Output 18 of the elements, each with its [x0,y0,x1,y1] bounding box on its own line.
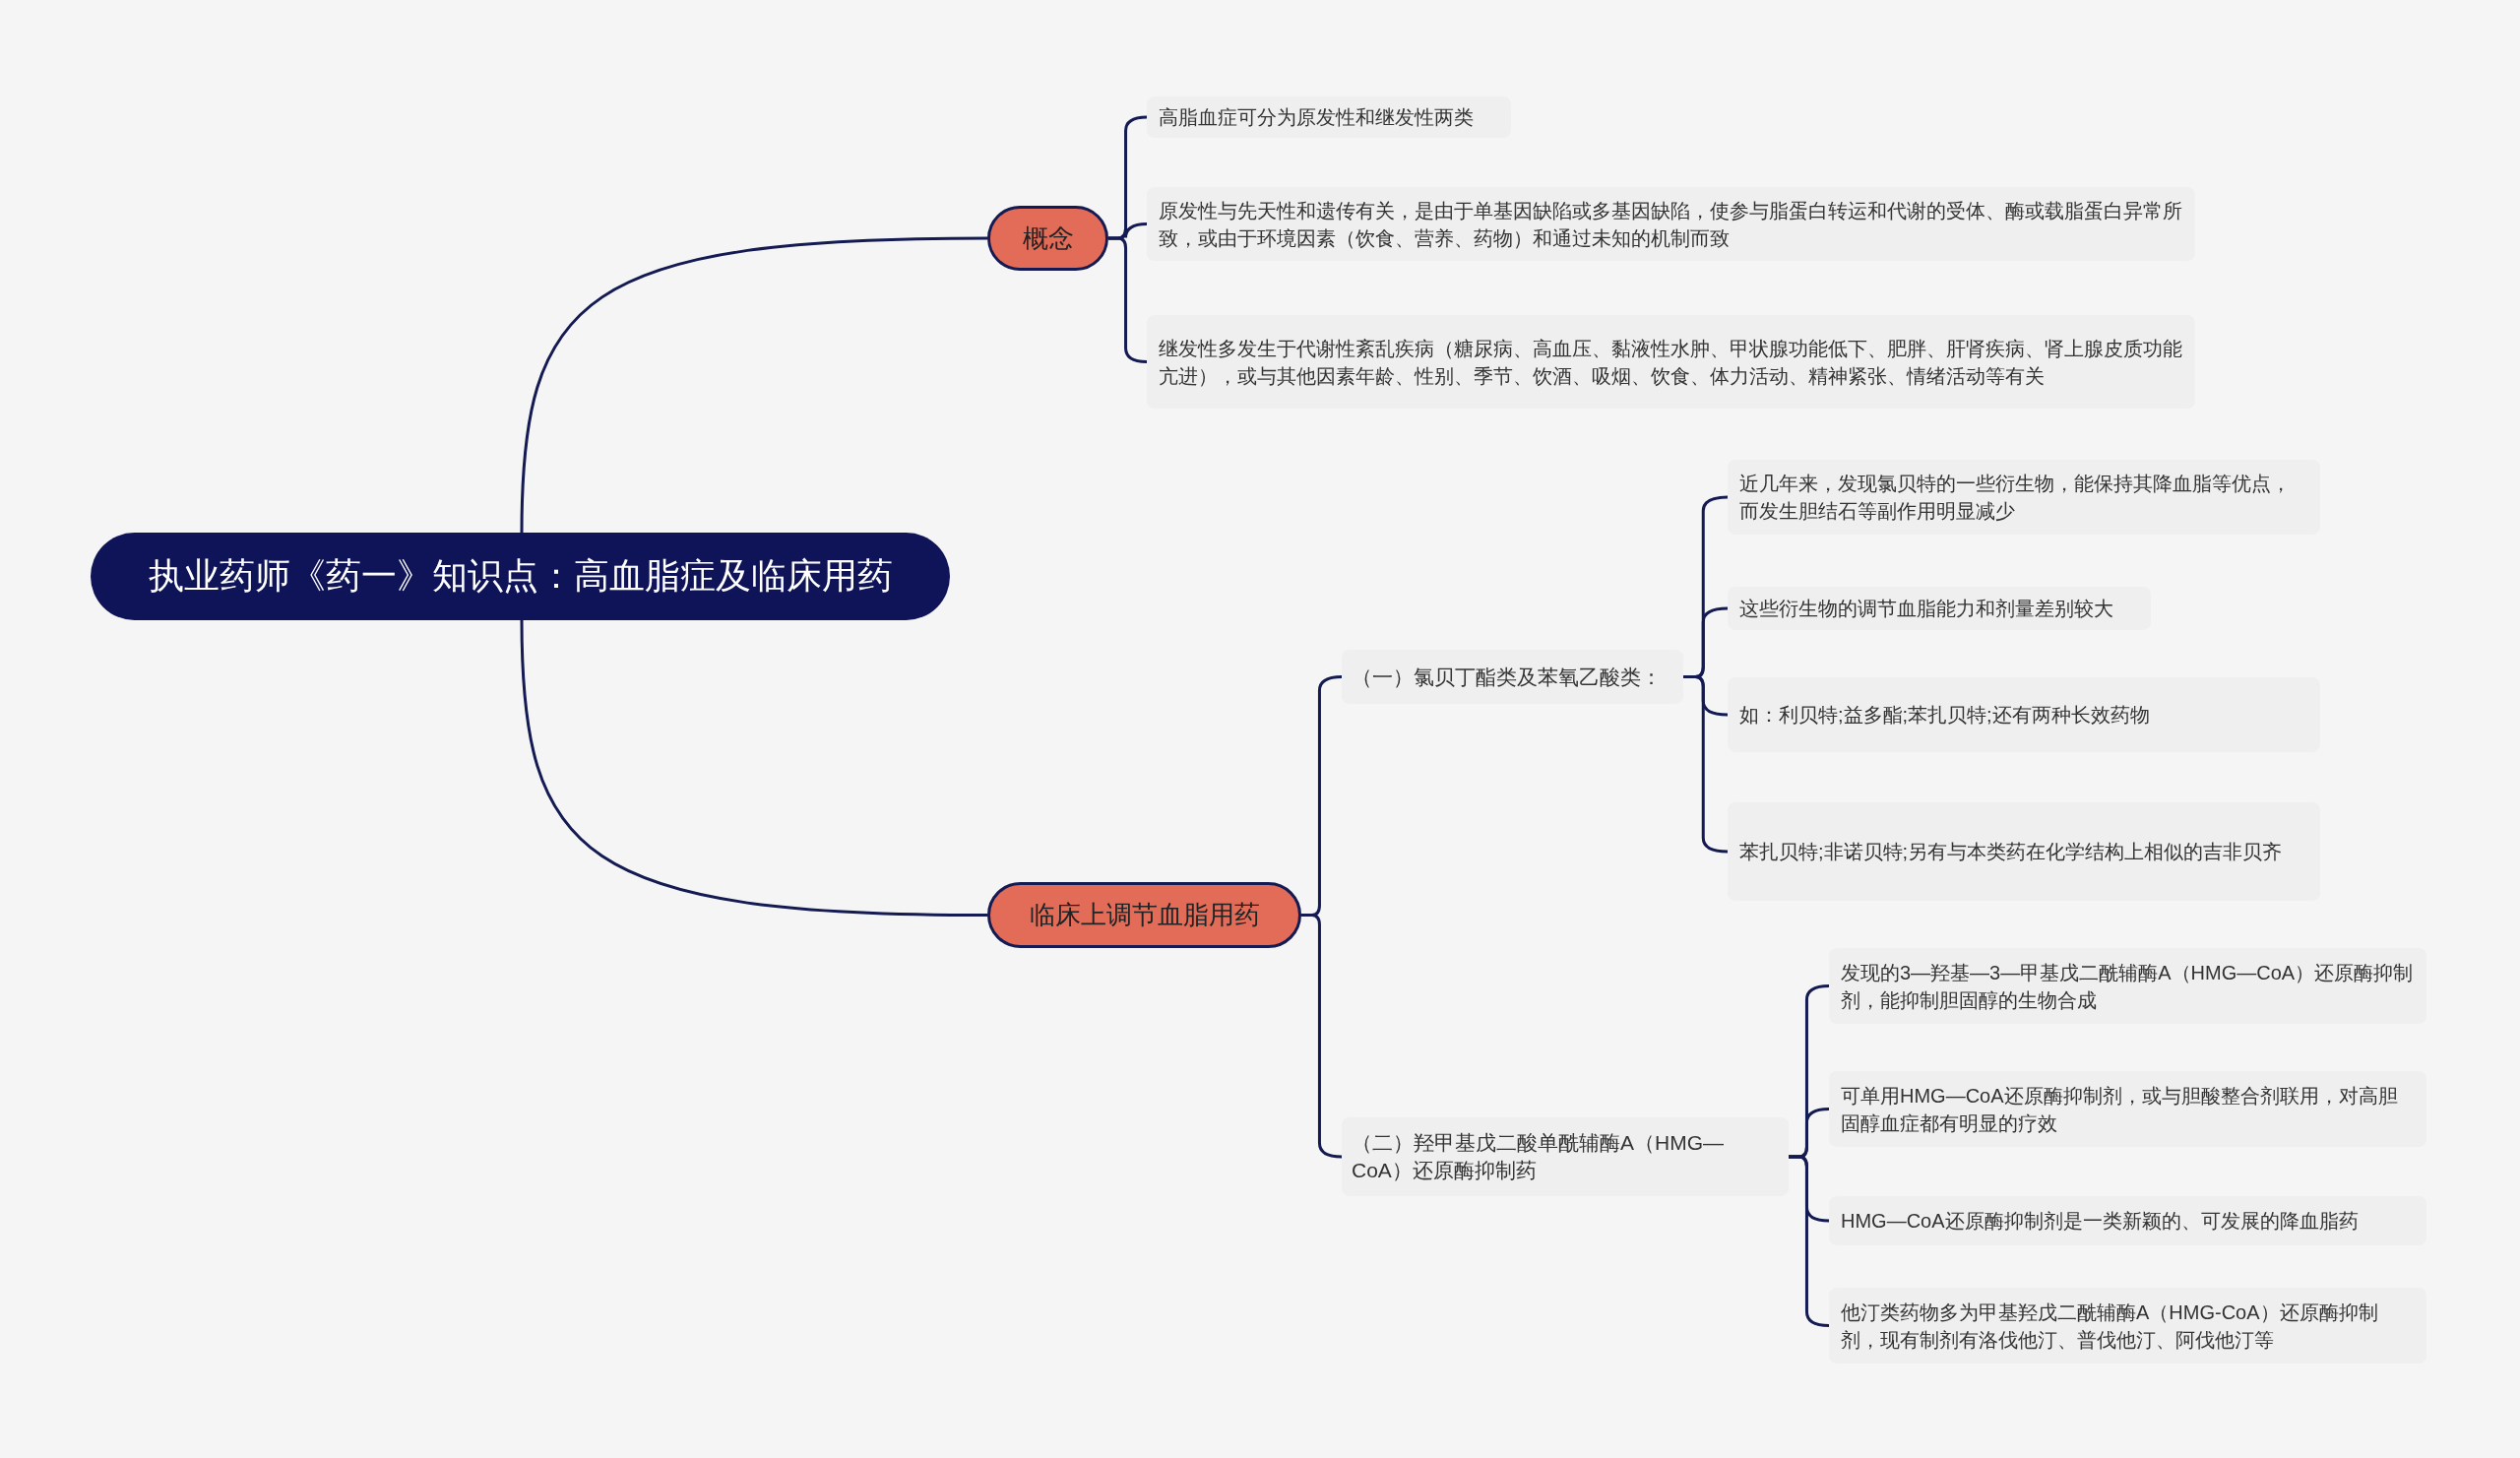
note-box: 近几年来，发现氯贝特的一些衍生物，能保持其降血脂等优点，而发生胆结石等副作用明显减少 [1728,460,2320,535]
note-box: 如：利贝特;益多酯;苯扎贝特;还有两种长效药物 [1728,677,2320,752]
connector-line [520,236,988,534]
topic-pill: 概念 [987,206,1108,271]
central-topic: 执业药师《药一》知识点：高血脂症及临床用药 [91,533,950,620]
note-box: HMG—CoA还原酶抑制剂是一类新颖的、可发展的降血脂药 [1829,1196,2426,1245]
connector-line [520,619,988,917]
note-box: 这些衍生物的调节血脂能力和剂量差别较大 [1728,587,2151,630]
note-box: 原发性与先天性和遗传有关，是由于单基因缺陷或多基因缺陷，使参与脂蛋白转运和代谢的受体、酶或载脂蛋白异常所致，或由于环境因素（饮食、营养、药物）和通过未知的机制而致 [1147,187,2195,261]
note-box: 高脂血症可分为原发性和继发性两类 [1147,96,1511,138]
subtopic-box: （一）氯贝丁酯类及苯氧乙酸类： [1342,650,1683,704]
note-box: 继发性多发生于代谢性紊乱疾病（糖尿病、高血压、黏液性水肿、甲状腺功能低下、肥胖、肝肾疾病、肾上腺皮质功能亢进），或与其他因素年龄、性别、季节、饮酒、吸烟、饮食、体力活动、精神紧张、情绪活动等有关 [1147,315,2195,409]
note-box: 苯扎贝特;非诺贝特;另有与本类药在化学结构上相似的吉非贝齐 [1728,802,2320,901]
note-box: 他汀类药物多为甲基羟戊二酰辅酶A（HMG-CoA）还原酶抑制剂，现有制剂有洛伐他汀、普伐他汀、阿伐他汀等 [1829,1288,2426,1363]
subtopic-box: （二）羟甲基戊二酸单酰辅酶A（HMG—CoA）还原酶抑制药 [1342,1117,1789,1196]
note-box: 可单用HMG—CoA还原酶抑制剂，或与胆酸整合剂联用，对高胆固醇血症都有明显的疗效 [1829,1071,2426,1147]
topic-pill: 临床上调节血脂用药 [987,882,1301,948]
note-box: 发现的3—羟基—3—甲基戊二酰辅酶A（HMG—CoA）还原酶抑制剂，能抑制胆固醇的生物合成 [1829,948,2426,1024]
